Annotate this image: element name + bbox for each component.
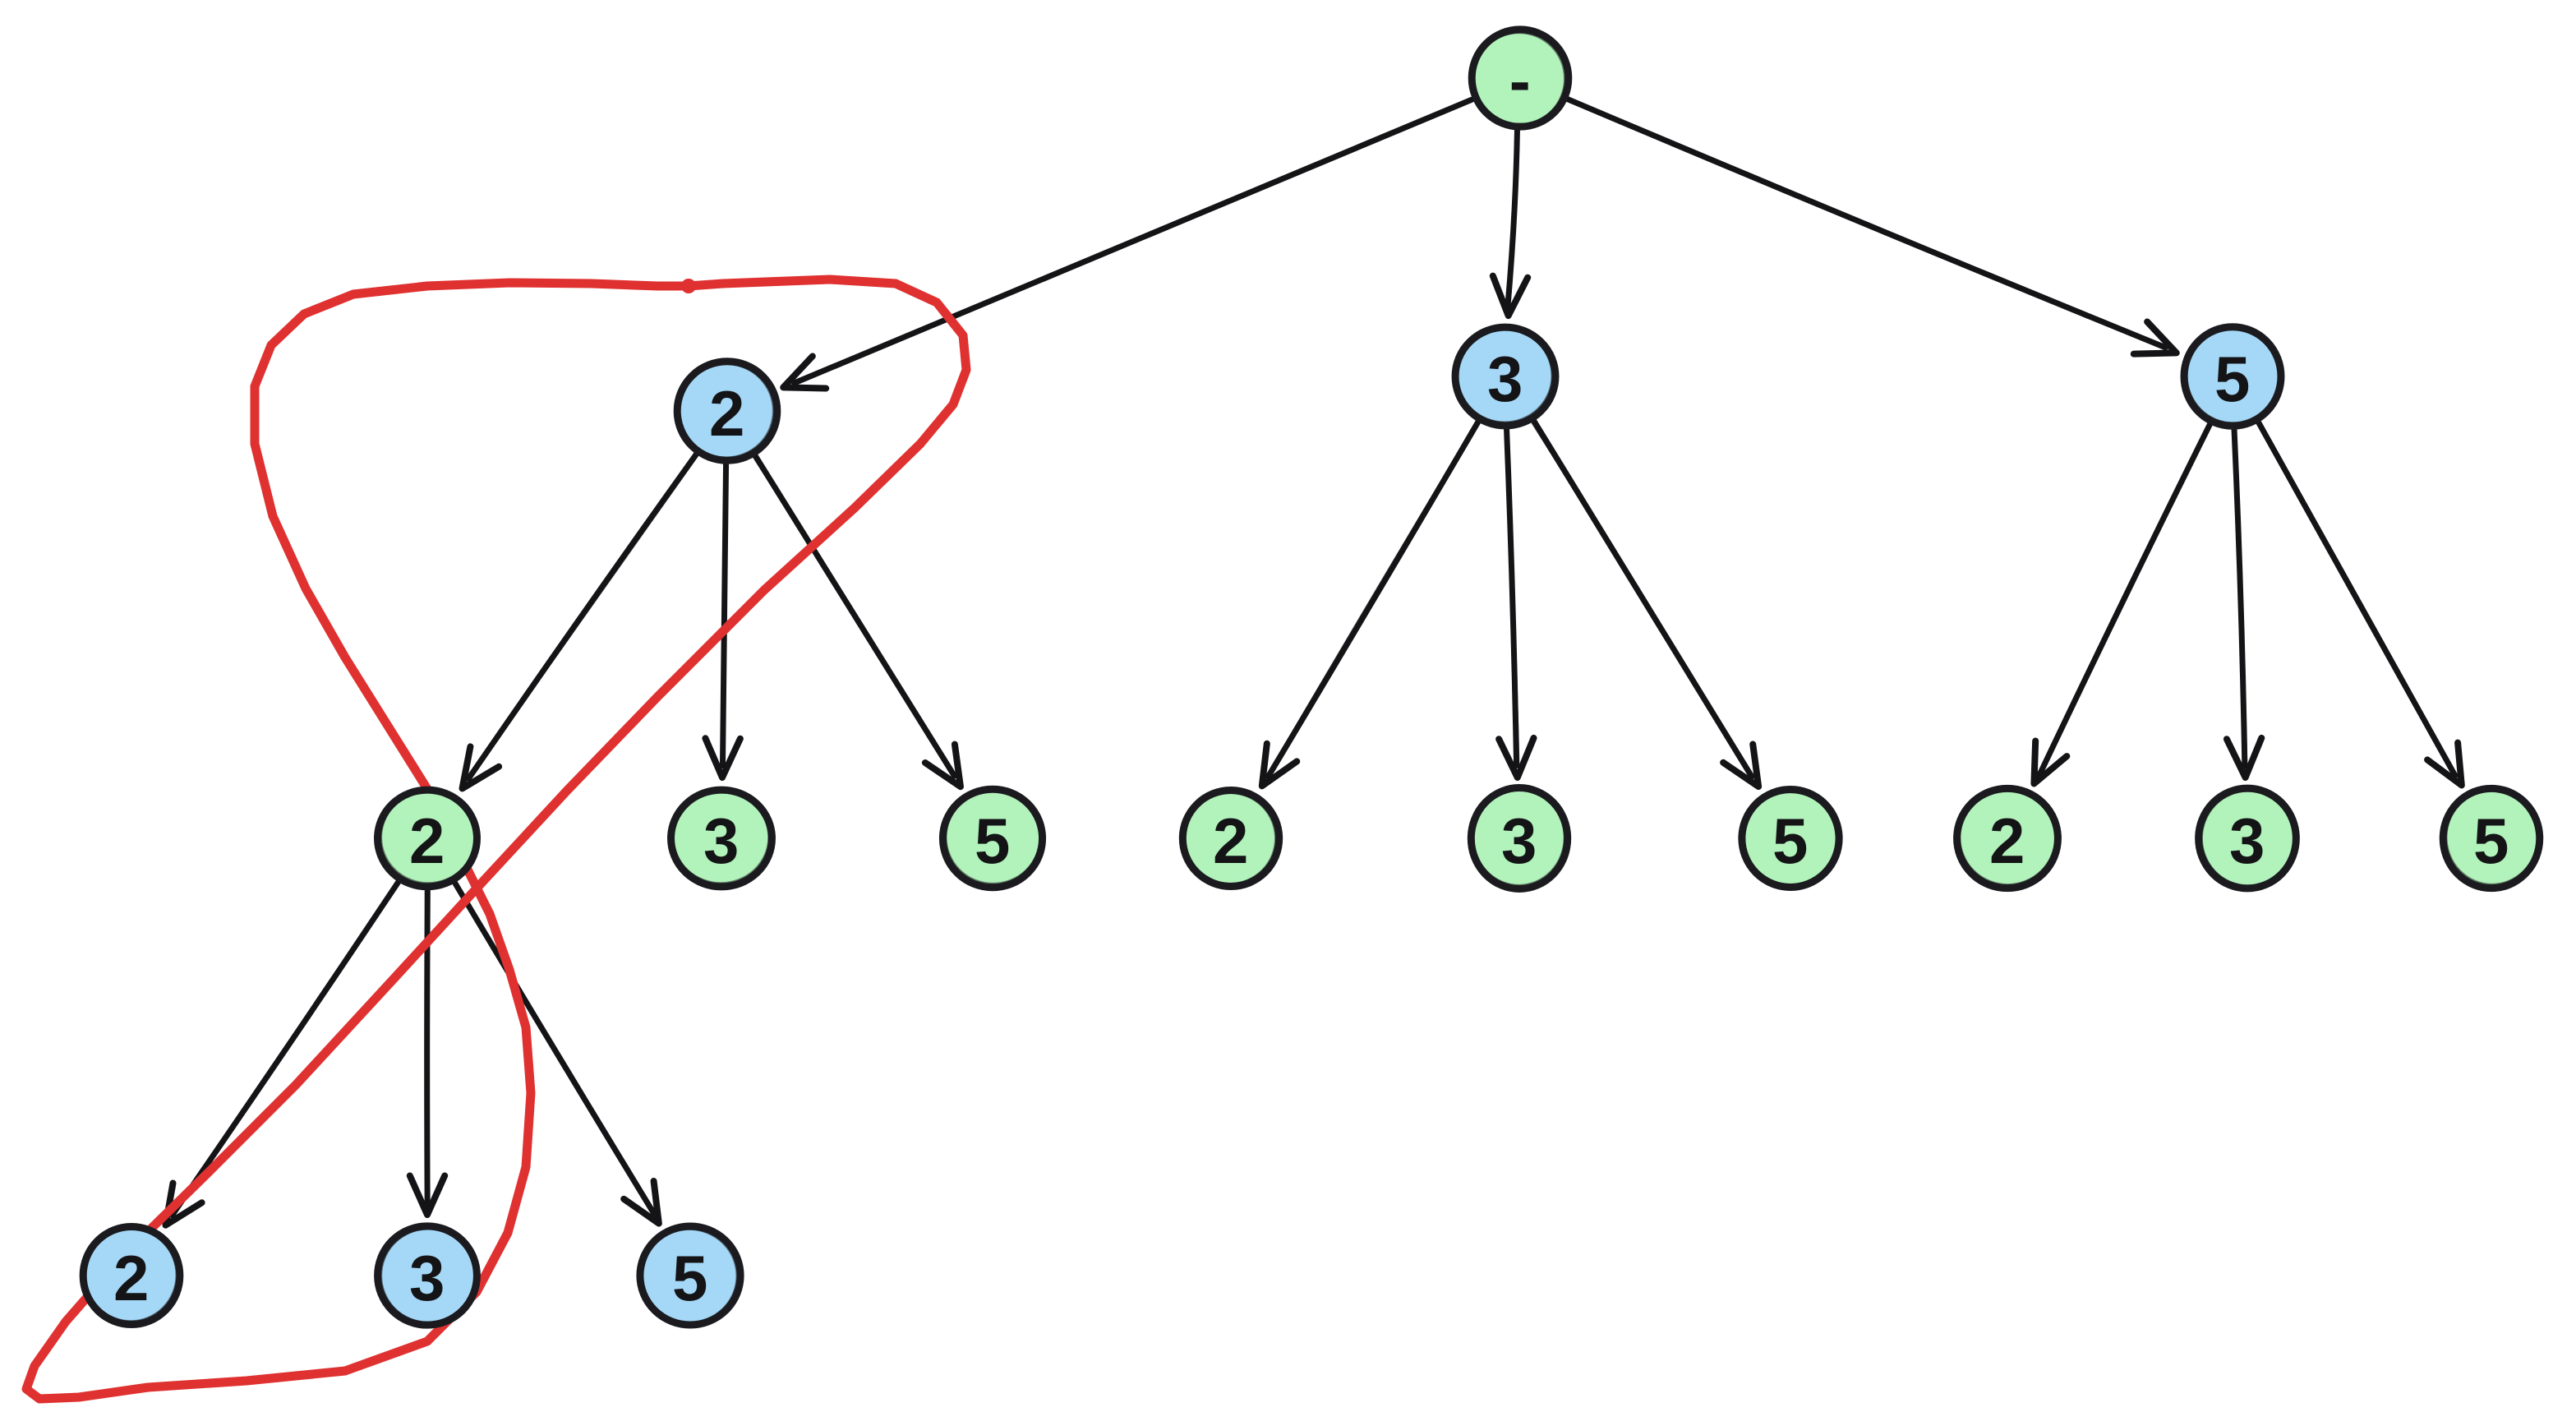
tree-node-2-l3a[interactable]: 2: [79, 1223, 184, 1328]
tree-edge: [2255, 418, 2465, 789]
tree-node-3-l2b[interactable]: 3: [667, 786, 776, 891]
node-shape-sketch: [1741, 789, 1840, 888]
tree-edge: [780, 96, 1475, 392]
node-label: -: [1509, 44, 1531, 117]
tree-node-5-l2f[interactable]: 5: [1738, 786, 1843, 891]
annotation-layer: [21, 275, 971, 1404]
node-label: 2: [1213, 805, 1249, 877]
tree-node-2-l2g[interactable]: 2: [1953, 784, 2062, 893]
nodes-layer: - 2 3 5 2 3 5 2 3 5 2 3 5 2 3 5: [79, 25, 2544, 1329]
node-shape-sketch: [670, 788, 772, 887]
tree-edge: [2223, 427, 2265, 782]
node-shape-sketch: [942, 787, 1044, 887]
lasso-start-dot: [681, 279, 696, 293]
node-shape-sketch: [1470, 30, 1568, 128]
tree-edge: [702, 461, 744, 782]
tree-edge: [752, 452, 964, 791]
edges-layer: [162, 96, 2465, 1229]
node-shape-sketch: [2443, 787, 2541, 888]
tree-edge: [1495, 426, 1537, 782]
tree-node-2-l1a[interactable]: 2: [673, 358, 781, 464]
tree-node-minus-root[interactable]: -: [1468, 25, 1573, 131]
node-shape-sketch: [1181, 789, 1279, 887]
tree-node-5-l1c[interactable]: 5: [2180, 323, 2285, 430]
node-shape-sketch: [1454, 325, 1555, 426]
tree-node-5-l3c[interactable]: 5: [636, 1222, 744, 1329]
node-shape-sketch: [638, 1225, 740, 1326]
tree-edge: [162, 878, 402, 1229]
tree-edge: [1564, 96, 2180, 358]
tree-edge: [406, 888, 449, 1218]
node-label: 5: [1772, 805, 1809, 877]
node-shape-sketch: [1470, 786, 1568, 888]
node-shape-sketch: [81, 1225, 180, 1325]
node-label: 3: [1501, 805, 1537, 877]
node-label: 3: [1487, 343, 1523, 415]
node-shape-sketch: [2198, 787, 2297, 889]
node-label: 2: [1989, 805, 2025, 877]
node-label: 2: [113, 1242, 150, 1314]
node-label: 5: [2214, 343, 2251, 415]
node-label: 5: [2473, 805, 2509, 877]
tree-node-2-l2a[interactable]: 2: [374, 786, 481, 891]
node-shape-sketch: [1956, 787, 2059, 888]
node-shape-sketch: [378, 788, 479, 887]
tree-node-3-l1b[interactable]: 3: [1451, 323, 1560, 430]
tree-edge: [459, 451, 700, 792]
node-label: 2: [409, 805, 445, 877]
node-label: 3: [409, 1242, 445, 1314]
tree-node-2-l2d[interactable]: 2: [1178, 786, 1283, 891]
red-lasso-highlight[interactable]: [21, 275, 971, 1404]
tree-node-5-l2i[interactable]: 5: [2439, 784, 2544, 893]
node-label: 3: [703, 805, 740, 877]
node-shape-sketch: [378, 1225, 478, 1326]
tree-node-3-l2h[interactable]: 3: [2195, 784, 2300, 893]
node-label: 2: [709, 377, 745, 450]
tree-edge: [2030, 422, 2213, 787]
tree-edge: [1258, 418, 1482, 790]
node-label: 5: [672, 1242, 708, 1314]
node-label: 3: [2229, 805, 2265, 877]
tree-edge: [1530, 418, 1763, 791]
node-shape-sketch: [675, 360, 776, 461]
node-label: 5: [975, 805, 1011, 877]
tree-node-3-l2e[interactable]: 3: [1467, 784, 1572, 893]
tree-node-3-l3b[interactable]: 3: [374, 1222, 481, 1329]
tree-node-5-l2c[interactable]: 5: [938, 785, 1047, 892]
tree-edge: [451, 879, 662, 1227]
node-shape-sketch: [2183, 325, 2282, 427]
tree-edge: [1489, 127, 1532, 320]
